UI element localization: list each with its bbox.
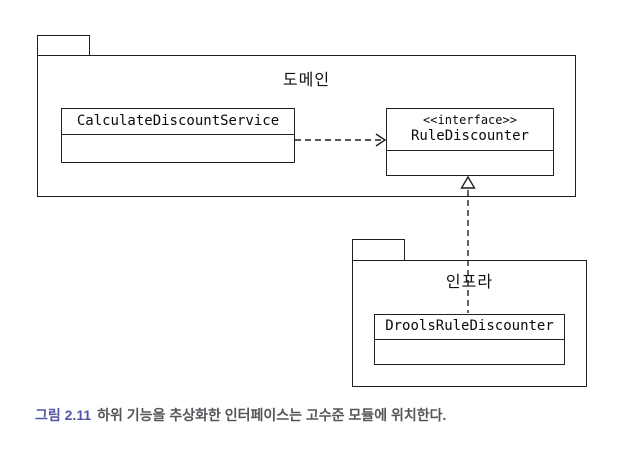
domain-package-tab	[37, 35, 90, 56]
interface-rule-discounter-empty-compartment	[387, 151, 553, 175]
infra-package-body: 인프라 DroolsRuleDiscounter	[352, 260, 587, 387]
interface-rule-discounter-name: <<interface>> RuleDiscounter	[387, 109, 553, 151]
class-drools-rule-discounter: DroolsRuleDiscounter	[374, 314, 565, 365]
class-calculate-discount-service-empty-compartment	[62, 135, 294, 162]
figure-caption-text: 하위 기능을 추상화한 인터페이스는 고수준 모듈에 위치한다.	[97, 407, 447, 423]
class-calculate-discount-service: CalculateDiscountService	[61, 108, 295, 163]
class-calculate-discount-service-name: CalculateDiscountService	[62, 109, 294, 135]
interface-stereotype: <<interface>>	[423, 113, 517, 128]
interface-rule-discounter: <<interface>> RuleDiscounter	[386, 108, 554, 176]
infra-package-tab	[352, 239, 405, 261]
class-drools-rule-discounter-name: DroolsRuleDiscounter	[375, 315, 564, 340]
class-drools-rule-discounter-empty-compartment	[375, 340, 564, 364]
interface-rule-discounter-name-text: RuleDiscounter	[410, 128, 529, 145]
infra-package-label: 인프라	[445, 274, 494, 291]
domain-package-label: 도메인	[282, 72, 331, 89]
figure-caption-number: 그림 2.11	[35, 407, 92, 423]
figure-caption: 그림 2.11 하위 기능을 추상화한 인터페이스는 고수준 모듈에 위치한다.	[35, 405, 446, 425]
domain-package-body: 도메인 CalculateDiscountService <<interface…	[37, 55, 576, 197]
